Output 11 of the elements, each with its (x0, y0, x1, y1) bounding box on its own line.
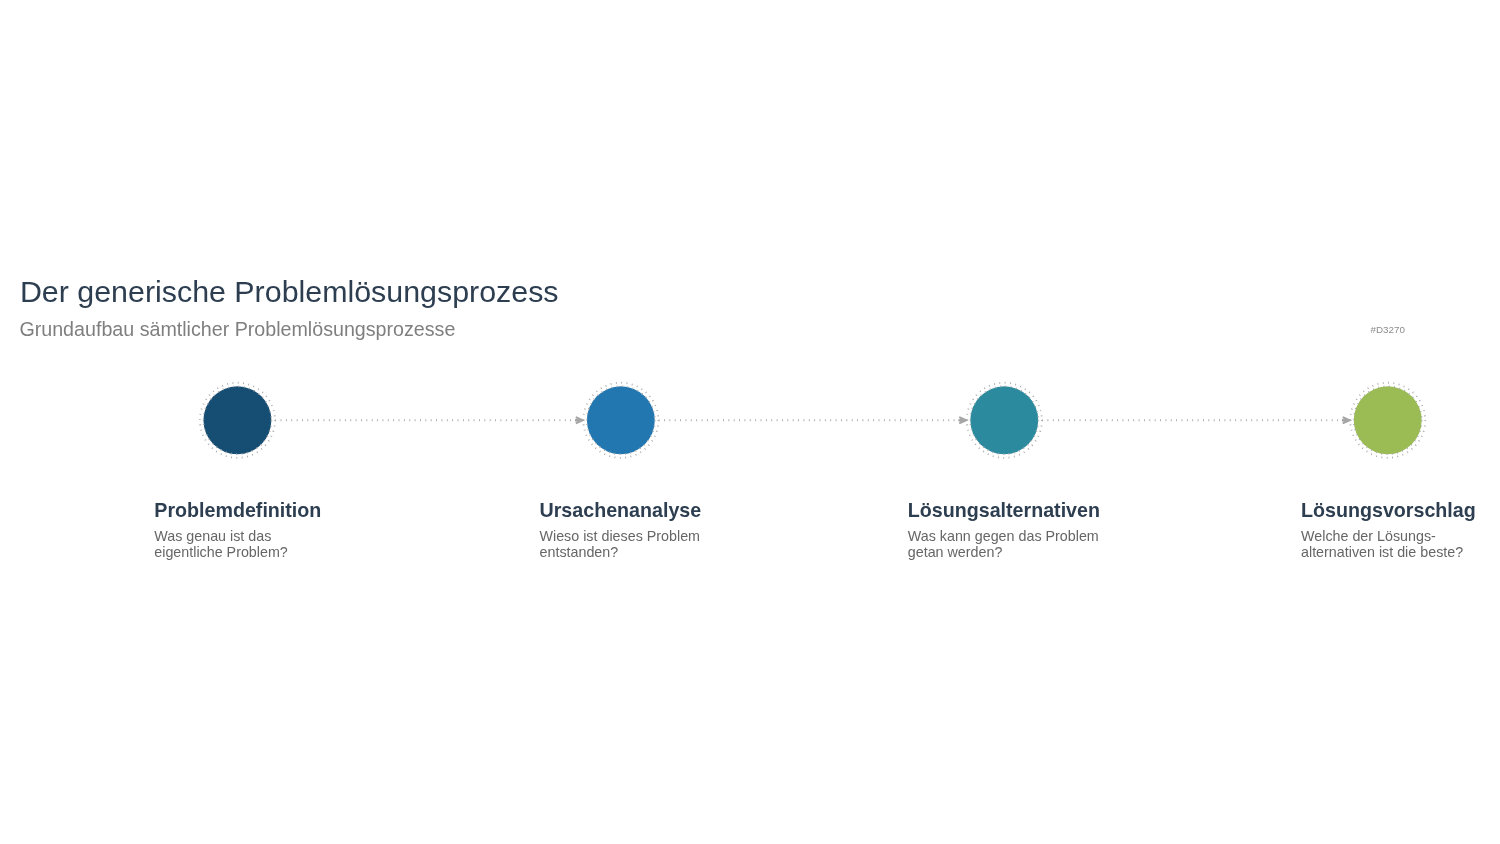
node-label: Ursachenanalyse (539, 498, 702, 521)
node-label: Wieso ist dieses Problem entstanden? (539, 527, 701, 560)
node-label: Problemdefinition (154, 498, 322, 521)
node-label: Was kann gegen das Problem getan werden? (907, 527, 1099, 560)
node-label: Lösungsvorschlag (1301, 498, 1476, 521)
diagram-title: Der generische Problemlösungsprozess (19, 273, 559, 308)
node-label: Welche der Lösungs- alternativen ist die beste? (1301, 527, 1464, 560)
label: #D3270 (1370, 323, 1405, 335)
node-label: Was genau ist das eigentliche Problem? (154, 527, 288, 560)
node-label: Lösungsalternativen (907, 498, 1100, 521)
label: Grundaufbau sämtlicher Problemlösungsprozesse (19, 317, 456, 340)
